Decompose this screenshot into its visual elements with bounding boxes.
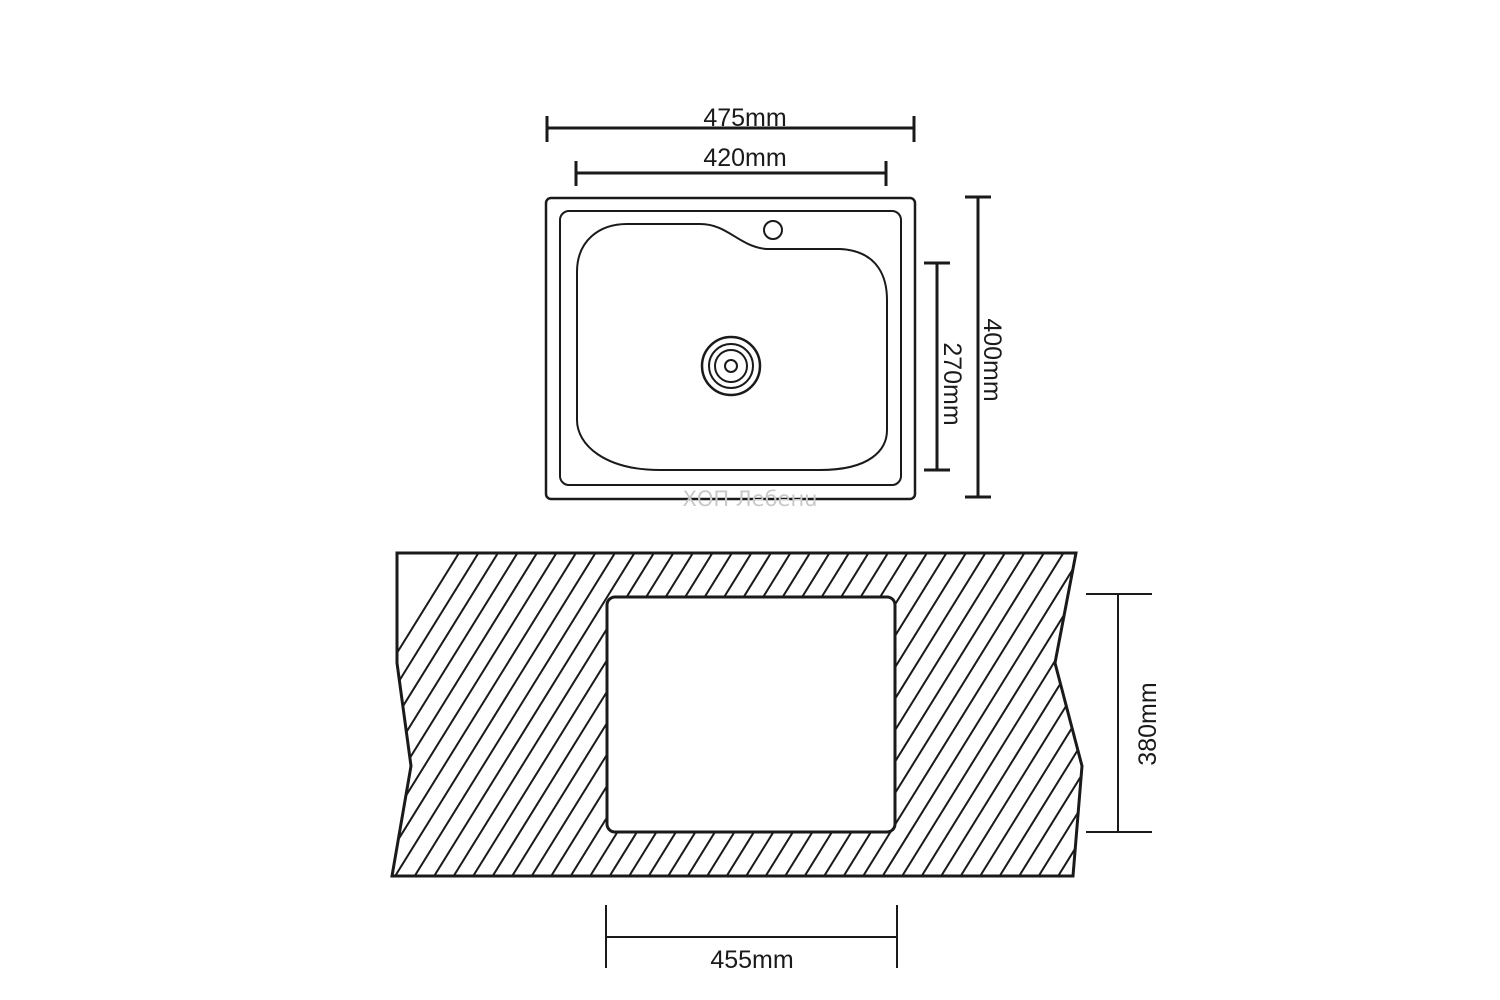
outer-depth-dimension: 400mm [965, 195, 1006, 499]
outer-width-label: 475mm [703, 104, 786, 132]
sink-outer-rim [544, 196, 917, 501]
cutout-depth-label: 380mm [1134, 682, 1162, 765]
hatch-line [392, 553, 468, 876]
hatch-line [912, 553, 1082, 876]
hatch-line [1206, 540, 1423, 890]
hatch-line [392, 553, 546, 876]
hatch-line [1245, 540, 1462, 890]
bowl-width-dimension: 420mm [574, 144, 888, 186]
hatch-line [392, 553, 605, 876]
hatch-line [1029, 553, 1082, 876]
watermark-text: ХОП Лебенu [682, 487, 817, 511]
hatch-line [1186, 540, 1403, 890]
drain-icon [700, 335, 762, 397]
outer-width-dimension: 475mm [545, 104, 916, 142]
sink-bowl-outline [576, 223, 888, 471]
hatch-line [392, 553, 585, 876]
countertop-outline [390, 551, 1084, 878]
hatch-line [1009, 553, 1082, 876]
hatch-line [1225, 540, 1442, 890]
hatch-line [1167, 540, 1384, 890]
hatch-line [1089, 540, 1306, 890]
hatch-line [951, 553, 1082, 876]
cutout-width-dimension: 455mm [605, 905, 898, 974]
hatch-line [405, 553, 624, 876]
hatch-line [892, 553, 1082, 876]
hatch-line [873, 553, 1082, 876]
faucet-hole [763, 220, 783, 240]
hatch-line [990, 553, 1082, 876]
cutout-width-label: 455mm [710, 946, 793, 974]
hatch-line [392, 553, 566, 876]
countertop-cutout-view: 380mm 455mm [390, 540, 1462, 974]
sink-cutout-opening [605, 595, 897, 834]
hatch-line [1147, 540, 1364, 890]
bowl-depth-dimension: 270mm [924, 261, 966, 472]
sink-plan-view: 475mm 420mm 270mm [544, 104, 1006, 511]
hatch-line [1068, 553, 1082, 876]
hatch-line [931, 553, 1082, 876]
hatch-line [424, 553, 644, 876]
cutout-depth-dimension: 380mm [1086, 593, 1162, 833]
hatch-line [392, 553, 527, 876]
sink-inner-rim [559, 210, 902, 486]
hatch-line [392, 553, 488, 876]
bowl-depth-label: 270mm [938, 342, 966, 425]
bowl-width-label: 420mm [703, 144, 786, 172]
outer-depth-label: 400mm [978, 318, 1006, 401]
